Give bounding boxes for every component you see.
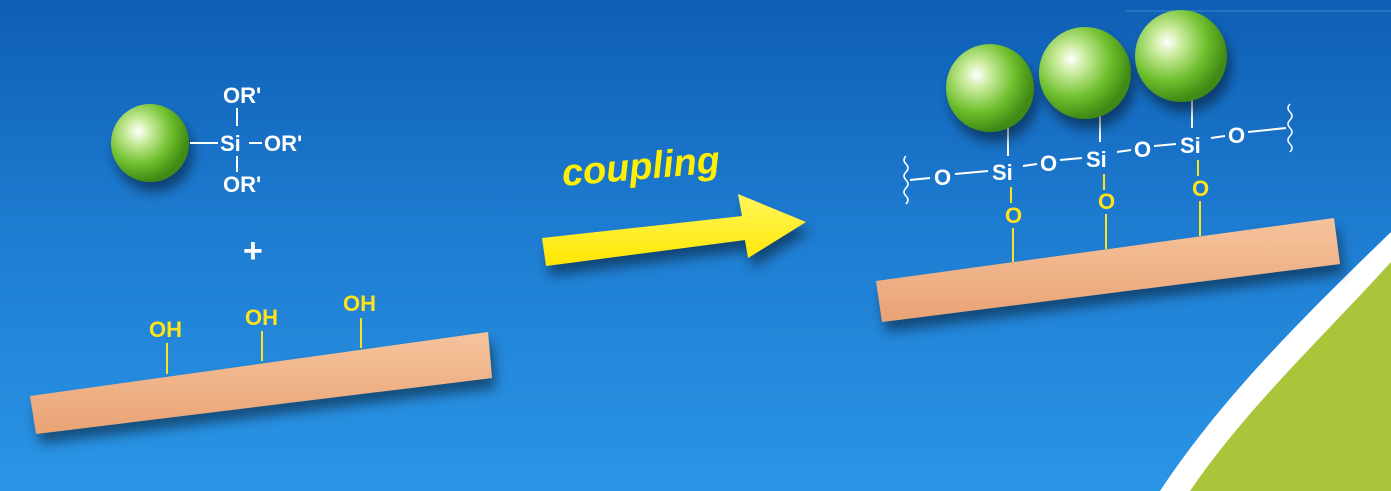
functional-group-sphere (111, 104, 189, 182)
reactant-group: OH OH OH + OR' Si OR' OR' (30, 83, 492, 434)
silane-si-label: Si (220, 131, 241, 156)
silane-top-label: OR' (223, 83, 261, 108)
chain-bond-7 (1247, 127, 1287, 133)
bridge-oxygen-3: O (1192, 176, 1209, 201)
chain-bond-6 (1210, 135, 1226, 139)
chain-bond-4 (1116, 149, 1132, 153)
grafted-sphere-3 (1135, 10, 1227, 102)
hydroxyl-label-2: OH (245, 305, 278, 330)
product-group: O O O O Si O Si O Si O (876, 10, 1340, 322)
chain-oxygen-3: O (1134, 137, 1151, 162)
silane-right-label: OR' (264, 131, 302, 156)
chain-oxygen-2: O (1040, 151, 1057, 176)
chain-oxygen-4: O (1228, 123, 1245, 148)
bridge-oxygen-1: O (1005, 203, 1022, 228)
corner-accent-green (1190, 262, 1391, 491)
chain-bond-1 (954, 170, 989, 175)
bridge-oxygen-2: O (1098, 189, 1115, 214)
substrate-right (876, 218, 1340, 322)
chain-si-3: Si (1180, 133, 1201, 158)
chain-bond-0 (909, 177, 931, 181)
silane-bottom-label: OR' (223, 172, 261, 197)
chain-si-2: Si (1086, 147, 1107, 172)
chain-bond-2 (1022, 163, 1038, 167)
substrate-left (30, 332, 492, 434)
plus-sign: + (243, 232, 263, 270)
reaction-arrow-label: coupling (560, 139, 721, 195)
hydroxyl-label-1: OH (149, 317, 182, 342)
grafted-sphere-2 (1039, 27, 1131, 119)
chain-break-right (1287, 103, 1293, 153)
chain-oxygen-1: O (934, 165, 951, 190)
chain-bond-5 (1153, 143, 1177, 147)
chain-bond-3 (1059, 157, 1083, 161)
chain-si-1: Si (992, 160, 1013, 185)
grafted-sphere-1 (946, 44, 1034, 132)
hydroxyl-label-3: OH (343, 291, 376, 316)
reaction-arrow (542, 194, 806, 266)
reaction-arrow-group: coupling (542, 139, 806, 266)
chain-break-left (903, 155, 909, 205)
